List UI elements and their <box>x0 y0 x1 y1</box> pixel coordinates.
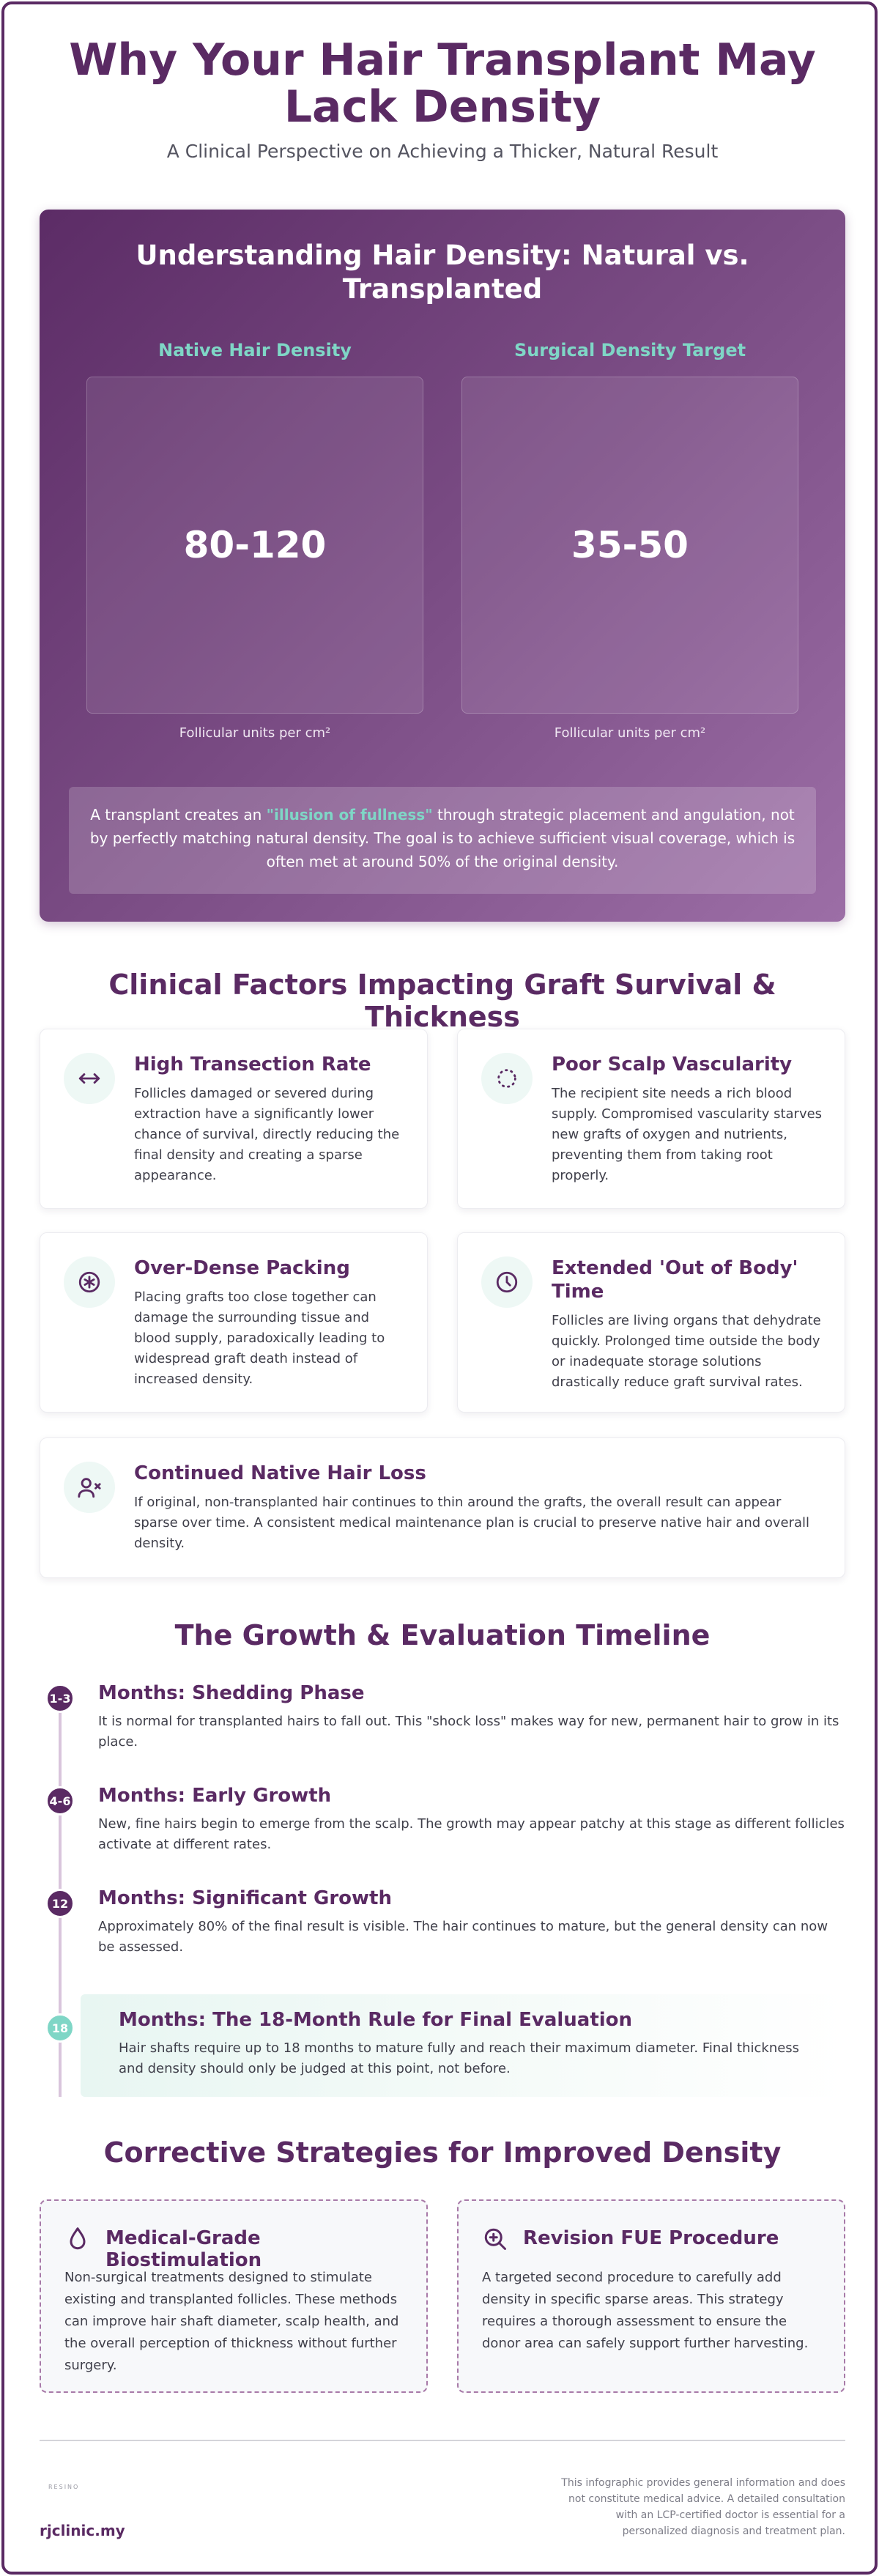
strategies-title: Corrective Strategies for Improved Densi… <box>103 2136 782 2169</box>
target-density-unit: Follicular units per cm² <box>554 725 706 741</box>
timeline-badge: 4-6 <box>45 1786 75 1816</box>
target-density-value: 35-50 <box>571 524 689 566</box>
factor-title: Extended 'Out of Body' Time <box>552 1257 798 1303</box>
factor-card-transection: High Transection Rate Follicles damaged … <box>40 1029 428 1209</box>
footer-divider <box>40 2440 845 2441</box>
native-density-label: Native Hair Density <box>158 340 352 360</box>
timeline-item-title: Months: Early Growth <box>98 1785 332 1807</box>
page-title: Why Your Hair Transplant May Lack Densit… <box>69 34 816 133</box>
factor-title: Over-Dense Packing <box>134 1257 350 1279</box>
timeline-item-title: Months: The 18-Month Rule for Final Eval… <box>119 2009 633 2031</box>
density-note-after: through strategic placement and angulati… <box>89 806 795 870</box>
factor-text: If original, non-transplanted hair conti… <box>134 1495 810 1551</box>
clinic-logo: RESINO <box>48 2484 80 2490</box>
native-density-value: 80-120 <box>183 524 327 566</box>
strategy-title: Medical-Grade Biostimulation <box>105 2227 262 2271</box>
timeline-item-text: Approximately 80% of the final result is… <box>98 1919 828 1955</box>
density-panel: Understanding Hair Density: Natural vs. … <box>40 210 845 922</box>
factors-title: Clinical Factors Impacting Graft Surviva… <box>108 969 776 1033</box>
asterisk-circle-icon <box>64 1256 115 1308</box>
strategy-title: Revision FUE Procedure <box>523 2227 779 2249</box>
timeline-item-title: Months: Significant Growth <box>98 1887 392 1909</box>
timeline-title: The Growth & Evaluation Timeline <box>174 1619 711 1651</box>
page-subtitle: A Clinical Perspective on Achieving a Th… <box>166 141 719 162</box>
density-note-before: A transplant creates an <box>90 806 267 823</box>
droplet-icon <box>70 2227 86 2250</box>
factor-text: Follicles damaged or severed during extr… <box>134 1086 400 1183</box>
zoom-in-icon <box>484 2228 506 2250</box>
density-note-highlight: "illusion of fullness" <box>266 806 433 823</box>
factor-card-vascularity: Poor Scalp Vascularity The recipient sit… <box>457 1029 845 1209</box>
strategy-card-biostimulation: Medical-Grade Biostimulation Non-surgica… <box>40 2199 428 2393</box>
timeline-item-text: New, fine hairs begin to emerge from the… <box>98 1816 845 1852</box>
factor-title: High Transection Rate <box>134 1054 371 1076</box>
strategy-card-revision-fue: Revision FUE Procedure A targeted second… <box>457 2199 845 2393</box>
timeline-item-text: Hair shafts require up to 18 months to m… <box>119 2040 800 2076</box>
native-density-box: 80-120 <box>86 377 423 714</box>
clock-icon <box>481 1256 533 1308</box>
factor-text: The recipient site needs a rich blood su… <box>552 1086 823 1183</box>
timeline-badge: 12 <box>45 1889 75 1918</box>
disclaimer-text: This infographic provides general inform… <box>561 2477 845 2537</box>
factor-card-overpacking: Over-Dense Packing Placing grafts too cl… <box>40 1232 428 1413</box>
strategy-text: A targeted second procedure to carefully… <box>482 2270 809 2351</box>
factor-title: Continued Native Hair Loss <box>134 1462 426 1484</box>
factor-card-out-of-body: Extended 'Out of Body' Time Follicles ar… <box>457 1232 845 1413</box>
timeline-item-title: Months: Shedding Phase <box>98 1682 365 1704</box>
timeline-highlight-bg <box>81 1994 845 2097</box>
timeline-badge: 18 <box>45 2013 75 2043</box>
arrows-horizontal-icon <box>64 1053 115 1104</box>
timeline-item-text: It is normal for transplanted hairs to f… <box>98 1714 839 1750</box>
native-density-unit: Follicular units per cm² <box>179 725 331 741</box>
strategy-text: Non-surgical treatments designed to stim… <box>64 2270 399 2373</box>
timeline-badge: 1-3 <box>45 1684 75 1713</box>
user-x-icon <box>64 1462 115 1513</box>
factor-text: Follicles are living organs that dehydra… <box>552 1313 821 1390</box>
factor-title: Poor Scalp Vascularity <box>552 1054 793 1076</box>
dotted-circle-icon <box>481 1053 533 1104</box>
factor-card-native-loss: Continued Native Hair Loss If original, … <box>40 1437 845 1578</box>
clinic-website-link[interactable]: rjclinic.my <box>40 2522 125 2539</box>
target-density-box: 35-50 <box>461 377 798 714</box>
factor-text: Placing grafts too close together can da… <box>134 1289 385 1387</box>
density-note: A transplant creates an "illusion of ful… <box>69 787 816 894</box>
target-density-label: Surgical Density Target <box>513 340 746 360</box>
density-title: Understanding Hair Density: Natural vs. … <box>136 240 749 305</box>
